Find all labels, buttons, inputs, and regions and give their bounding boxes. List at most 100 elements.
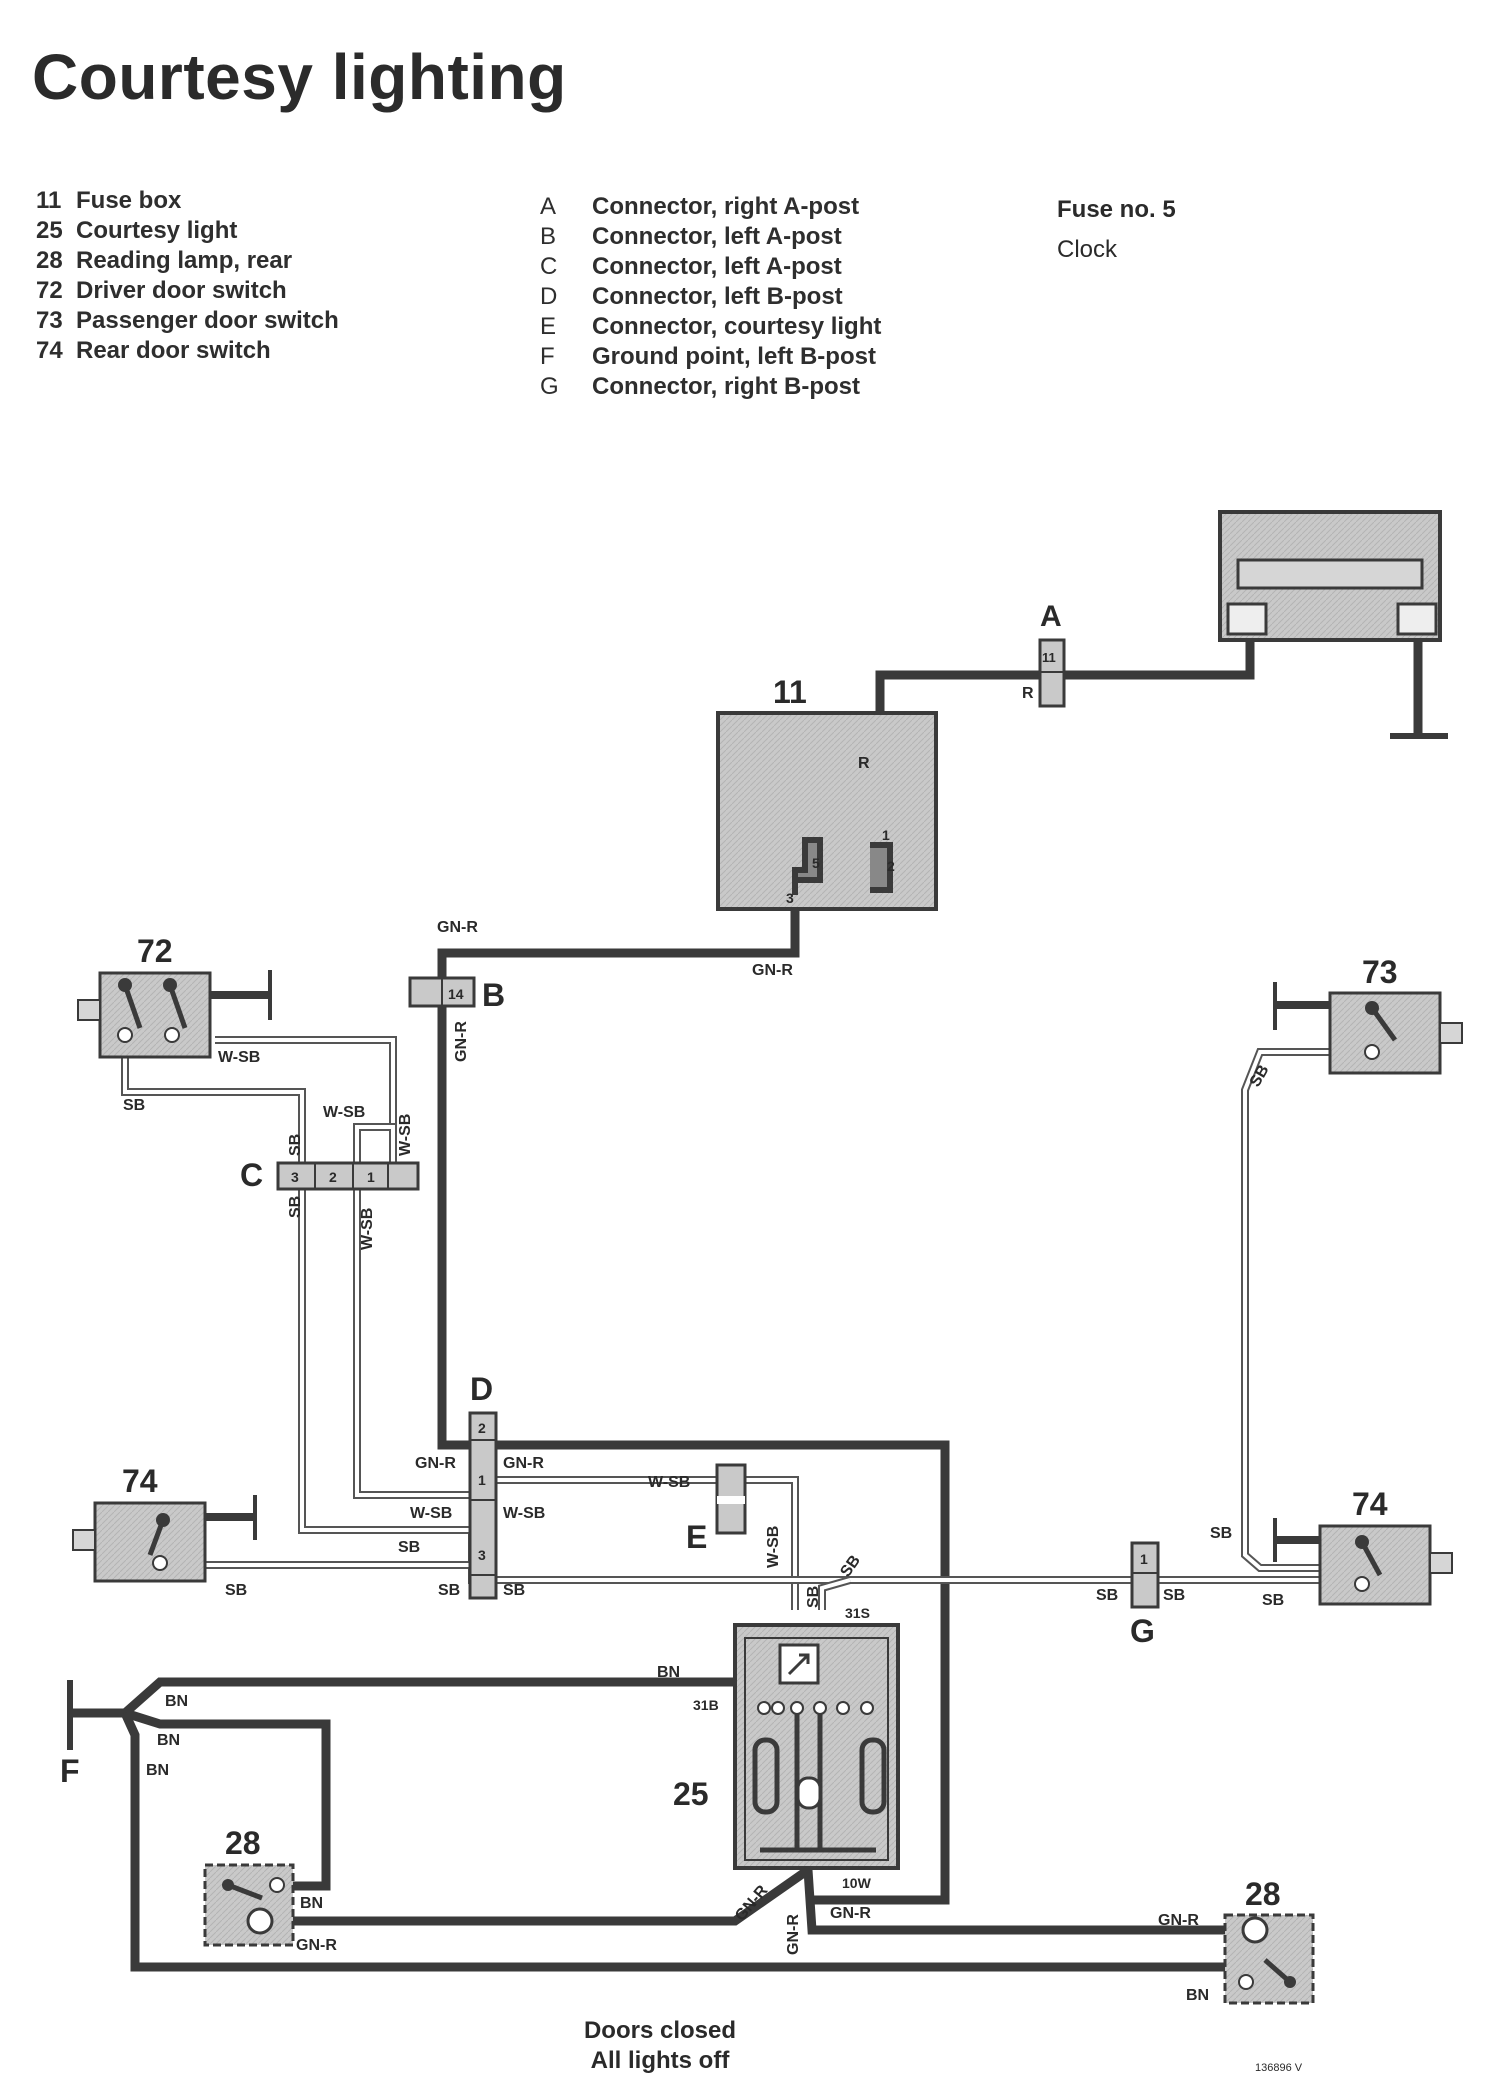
label-74-left: 74	[122, 1463, 158, 1499]
wire-label: GN-R	[453, 1021, 470, 1062]
legend-label: Connector, left A-post	[592, 223, 842, 250]
connector-e: E	[686, 1463, 747, 1555]
pin-2: 2	[887, 858, 895, 874]
wire-gnr-main	[437, 895, 950, 1905]
connector-g: 1 G	[1130, 1541, 1160, 1649]
pin-10w: 10W	[842, 1875, 872, 1891]
wire-label: GN-R	[752, 962, 793, 979]
fuse-label: Fuse no. 5	[1057, 196, 1176, 223]
wire-label: SB	[1096, 1587, 1118, 1604]
wire-label: SB	[503, 1582, 525, 1599]
wire-label: GN-R	[503, 1455, 544, 1472]
legend-letter: F	[540, 343, 555, 370]
wire-label: SB	[398, 1539, 420, 1556]
label-72: 72	[137, 933, 173, 969]
wire-labels: GN-R GN-R GN-R W-SB SB W-SB SB W-SB SB W…	[123, 919, 1284, 2004]
legend-label: Connector, left B-post	[592, 283, 843, 310]
pin-b-14: 14	[448, 986, 464, 1002]
pin-r: R	[858, 755, 870, 772]
letter-d: D	[470, 1371, 493, 1407]
legend-number: 72	[36, 277, 63, 304]
legend-label: Driver door switch	[76, 277, 287, 304]
wire-label: BN	[165, 1693, 188, 1710]
label-73: 73	[1362, 954, 1398, 990]
wire-label: W-SB	[218, 1049, 260, 1066]
wires	[67, 640, 1448, 1972]
wire-label: SB	[225, 1582, 247, 1599]
connector-a: A 11 R	[1022, 600, 1066, 708]
legend-label: Reading lamp, rear	[76, 247, 293, 274]
clock-terminal-left	[1226, 602, 1268, 636]
reading-lamp-left: 28	[203, 1825, 295, 1947]
letter-e: E	[686, 1519, 707, 1555]
caption-line-2: All lights off	[590, 2047, 730, 2074]
pin-g-1: 1	[1140, 1551, 1148, 1567]
pin-3: 3	[786, 890, 794, 906]
legend-item: 25 Courtesy light	[36, 216, 339, 246]
wire-gnr-28r	[803, 1869, 1250, 1935]
wire-label: SB	[1163, 1587, 1185, 1604]
legend-label: Connector, right A-post	[592, 193, 860, 220]
letter-a: A	[1040, 600, 1062, 633]
clock-terminal-right	[1396, 602, 1438, 636]
label-25: 25	[673, 1776, 709, 1812]
wire-label: BN	[657, 1664, 680, 1681]
pin-c-3: 3	[291, 1169, 299, 1185]
connector-d: D 2 1 3	[468, 1371, 498, 1600]
page-title: Courtesy lighting	[32, 41, 567, 113]
reading-lamp-right: 28	[1223, 1876, 1315, 2005]
wire-label: SB	[805, 1586, 822, 1608]
wire-label: GN-R	[785, 1914, 802, 1955]
wire-label: SB	[287, 1196, 304, 1218]
wire-label: W-SB	[410, 1505, 452, 1522]
wire-label: BN	[146, 1762, 169, 1779]
legend-letter: C	[540, 253, 558, 280]
pin-d-2: 2	[478, 1420, 486, 1436]
legend-label: Courtesy light	[76, 217, 238, 244]
legend-letter: G	[540, 373, 559, 400]
wire-label: W-SB	[397, 1114, 414, 1156]
courtesy-light: 25 31S 31B 10W	[673, 1605, 900, 1891]
legend-letter: B	[540, 223, 557, 250]
wire-label: SB	[123, 1097, 145, 1114]
legend-label: Connector, courtesy light	[592, 313, 882, 340]
wire-label: GN-R	[296, 1937, 337, 1954]
pin-a-11: 11	[1042, 650, 1056, 665]
legend-number: 25	[36, 217, 63, 244]
legend-item: E Connector, courtesy light	[540, 312, 881, 342]
passenger-door-switch: 73	[1273, 954, 1463, 1075]
letter-b: B	[482, 977, 505, 1013]
wire-bn-28l	[123, 1708, 331, 1891]
rear-door-switch-left: 74	[72, 1463, 257, 1583]
clock-unit	[1218, 510, 1442, 642]
wire-label: W-SB	[359, 1208, 376, 1250]
wire-label: BN	[300, 1895, 323, 1912]
legend-label: Ground point, left B-post	[592, 343, 876, 370]
letter-c: C	[240, 1157, 263, 1193]
pin-c-1: 1	[367, 1169, 375, 1185]
legend-item: B Connector, left A-post	[540, 222, 881, 252]
wire-label: GN-R	[1158, 1912, 1199, 1929]
legend-number: 74	[36, 337, 63, 364]
wire-label: W-SB	[765, 1526, 782, 1568]
label-11: 11	[773, 674, 807, 710]
legend-letter: E	[540, 313, 557, 340]
caption: Doors closed All lights off	[560, 2016, 760, 2076]
pin-5: 5	[812, 855, 820, 871]
wire-label: W-SB	[648, 1474, 690, 1491]
letter-f: F	[60, 1753, 80, 1789]
pin-c-2: 2	[329, 1169, 337, 1185]
pin-31b: 31B	[693, 1697, 719, 1713]
legend-number: 73	[36, 307, 63, 334]
caption-line-1: Doors closed	[583, 2017, 737, 2044]
wire-label: W-SB	[323, 1104, 365, 1121]
